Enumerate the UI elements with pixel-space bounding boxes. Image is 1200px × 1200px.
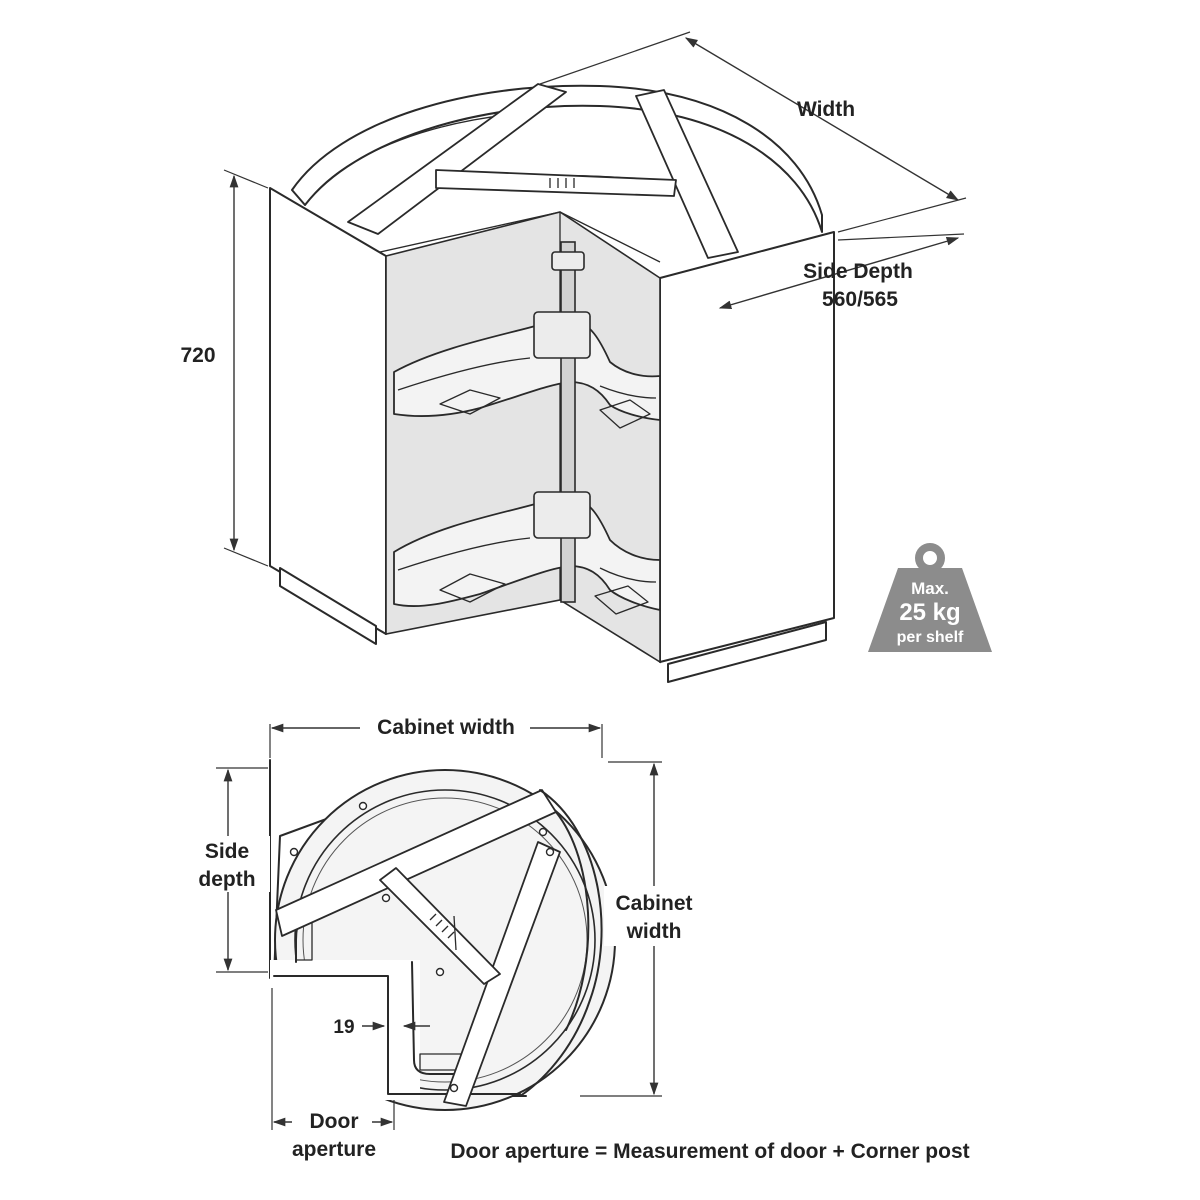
weight-ring (915, 543, 945, 573)
plan-gap-label: 19 (333, 1017, 354, 1038)
top-frame-crossbar (435, 169, 677, 197)
plan-bar-diagonal (443, 841, 561, 1107)
perspective-view: Width Side Depth 560/565 720 (180, 31, 967, 683)
carousel-top-rim (291, 84, 823, 233)
central-post (560, 241, 576, 603)
weight-shape (868, 568, 992, 652)
lower-shelf-tray (393, 496, 661, 611)
plan-side-depth-label-1: Side (205, 840, 249, 863)
weight-badge: Max. 25 kg per shelf (868, 543, 992, 652)
width-dimension-line (684, 37, 960, 201)
weight-line-3: per shelf (897, 629, 964, 646)
plan-view: Cabinet width Cabinet width Side depth 1… (186, 716, 700, 1161)
plan-door-aperture-label-1: Door (310, 1110, 359, 1133)
plan-cabinet-width-right-label-2: width (626, 920, 682, 943)
side-depth-dimension-line (718, 236, 960, 310)
width-label: Width (797, 98, 855, 121)
side-depth-label: Side Depth (803, 260, 913, 283)
left-side-panel (269, 187, 387, 635)
plan-side-depth-label-2: depth (198, 868, 255, 891)
plan-cabinet-width-top-label: Cabinet width (377, 716, 515, 739)
side-depth-value: 560/565 (822, 288, 898, 311)
weight-line-1: Max. (911, 579, 949, 598)
plan-door-aperture-label-2: aperture (292, 1138, 376, 1161)
weight-line-2: 25 kg (899, 599, 960, 626)
top-frame-bar-left (347, 83, 567, 235)
plan-cabinet-width-right-label-1: Cabinet (615, 892, 692, 915)
plan-bar-inner (379, 867, 501, 985)
right-side-panel (659, 231, 835, 663)
height-label: 720 (180, 344, 215, 367)
footnote: Door aperture = Measurement of door + Co… (450, 1140, 969, 1163)
